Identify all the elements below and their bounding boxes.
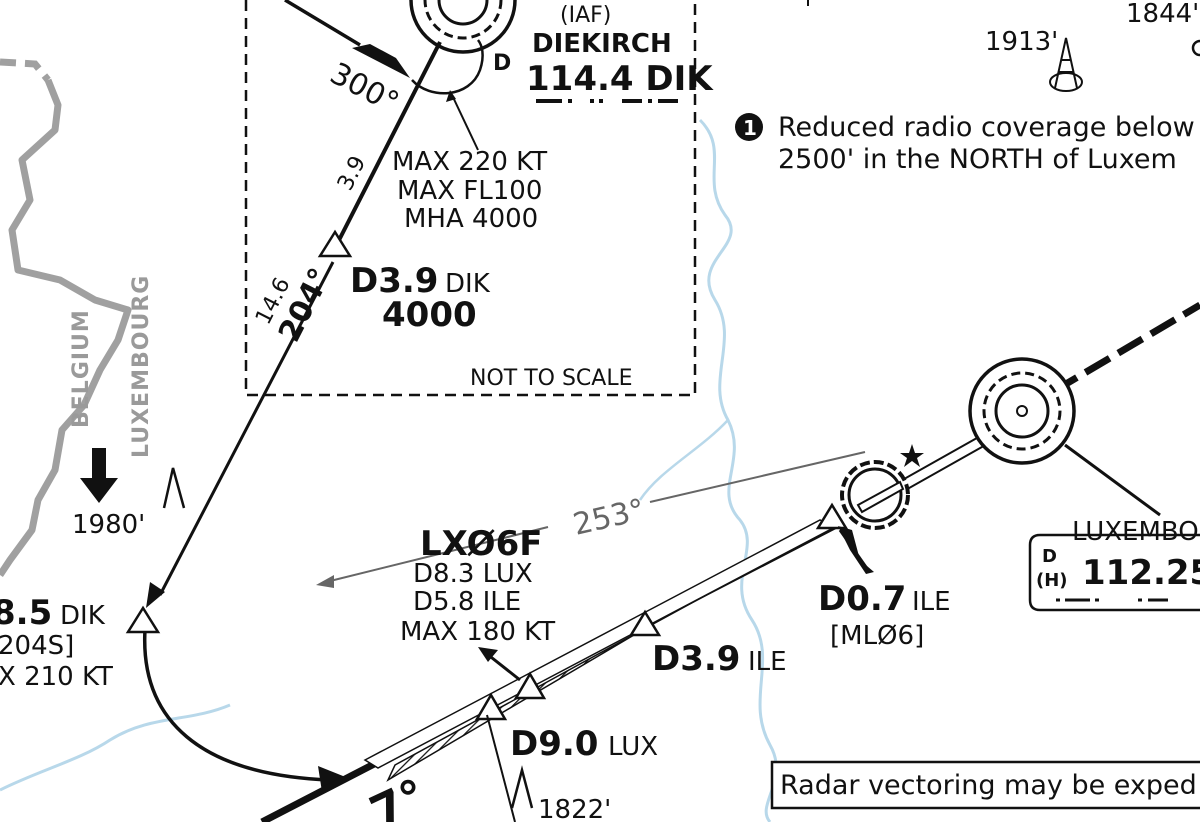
- diekirch-role: (IAF): [560, 3, 611, 28]
- lux-name: LUXEMBOU: [1072, 517, 1200, 547]
- lux-d: D: [1042, 546, 1057, 567]
- fix-left-triangle-icon: [125, 605, 161, 634]
- fix-left-ref: DIK: [60, 601, 106, 631]
- country-luxembourg: LUXEMBOURG: [129, 275, 154, 458]
- elev-1822: 1822': [538, 795, 611, 822]
- fix-left-main: 8.5: [0, 593, 52, 633]
- fix-d39dik-main: D3.9: [350, 261, 438, 301]
- river-lower-left: [0, 703, 231, 792]
- note-line-1: Reduced radio coverage below: [778, 112, 1195, 143]
- diekirch-d: D: [493, 51, 511, 76]
- country-border: [0, 58, 132, 577]
- ile-locator-symbol: [840, 444, 924, 530]
- radial-253: 253°: [570, 492, 648, 542]
- fix-d39ile-triangle-icon: [628, 609, 662, 637]
- hold-leader-arrow-icon: [446, 90, 456, 102]
- lux-h: (H): [1036, 570, 1068, 591]
- radar-note: Radar vectoring may be exped: [780, 770, 1197, 801]
- fix-d39ile-main: D3.9: [652, 639, 740, 679]
- fix-lx06f-triangle-icon: [513, 671, 547, 700]
- fix-d07-triangle-icon: [815, 502, 849, 530]
- fix-d07-main: D0.7: [818, 579, 906, 619]
- obstacle-1913-base-icon: [1049, 72, 1083, 92]
- holding-pattern-lobe: [411, 39, 484, 95]
- fix-markers: [125, 229, 849, 721]
- elev-1844: 1844': [1126, 0, 1199, 29]
- hold-max-fl: MAX FL100: [397, 176, 542, 206]
- hold-mha: MHA 4000: [404, 204, 538, 234]
- leg-dik-to-d39: [333, 41, 442, 249]
- fix-lx06f-d2: D5.8 ILE: [413, 587, 521, 617]
- diekirch-freq-ident: 114.4 DIK: [526, 59, 714, 99]
- lux-leader: [1064, 443, 1161, 517]
- not-to-scale-box: [244, 0, 697, 397]
- lux-vor-symbol: [968, 357, 1161, 517]
- fix-d39ile-ref: ILE: [748, 647, 787, 677]
- terrain-1822-icon: [510, 765, 534, 809]
- fix-d90-ref: LUX: [608, 732, 658, 762]
- obstacles: [162, 0, 1200, 809]
- fix-d39dik-ref: DIK: [445, 269, 491, 299]
- country-belgium: BELGIUM: [69, 309, 94, 428]
- fix-d07-code: [MLØ6]: [830, 621, 924, 651]
- border-arrow-icon: [80, 448, 118, 503]
- radial-arrow-icon: [316, 575, 334, 588]
- diekirch-compass-rose-icon: [409, 0, 517, 54]
- d90-leader: [486, 714, 516, 822]
- hold-info-leader: [451, 94, 479, 151]
- diekirch-name: DIEKIRCH: [532, 29, 672, 59]
- fix-left-speed: X 210 KT: [0, 662, 113, 692]
- radar-note-box: [770, 760, 1200, 810]
- hold-arrow-icon: [352, 44, 410, 78]
- fix-lx06f-speed: MAX 180 KT: [400, 617, 555, 647]
- note-number-badge: [735, 113, 763, 141]
- terrain-1980-icon: [162, 467, 186, 509]
- river-main: [698, 118, 778, 822]
- rivers: [0, 118, 778, 822]
- elev-1913: 1913': [985, 27, 1058, 57]
- radial-253: [316, 451, 866, 588]
- leg-arrow-icon: [146, 582, 165, 608]
- hold-inbound-leg: [284, 0, 410, 78]
- d07-leader-arrow-icon: [838, 526, 874, 574]
- fix-lx06f-name: LXØ6F: [420, 524, 542, 564]
- fix-d39dik-alt: 4000: [382, 295, 477, 335]
- obstacle-1844-partial-icon: [1191, 39, 1200, 57]
- fix-d90-triangle-icon: [474, 692, 508, 721]
- note-line-2: 2500' in the NORTH of Luxem: [778, 144, 1177, 175]
- river-branch: [638, 419, 729, 501]
- star-icon: [900, 444, 924, 467]
- fix-d90-main: D9.0: [510, 724, 598, 764]
- final-course-partial: 7°: [362, 768, 435, 822]
- fix-d39dik-triangle-icon: [317, 229, 353, 258]
- lux-info-box: [1028, 533, 1200, 612]
- not-to-scale: NOT TO SCALE: [470, 366, 633, 391]
- fix-lx06f-d1: D8.3 LUX: [413, 559, 533, 589]
- hold-max-speed: MAX 220 KT: [392, 147, 547, 177]
- fix-left-code: 204S]: [0, 631, 74, 661]
- elev-1980: 1980': [72, 510, 145, 540]
- note-number: 1: [743, 116, 757, 140]
- leg-d39-to-left-fix: [158, 261, 335, 596]
- border-line: [0, 78, 132, 577]
- diekirch-vor-symbol: [409, 0, 517, 54]
- border-dashed-top: [0, 58, 51, 83]
- turn-to-final: [143, 629, 331, 782]
- lx06f-leader-arrow-icon: [478, 647, 498, 662]
- lux-freq: 112.25: [1082, 553, 1200, 593]
- fix-d07-ref: ILE: [912, 587, 951, 617]
